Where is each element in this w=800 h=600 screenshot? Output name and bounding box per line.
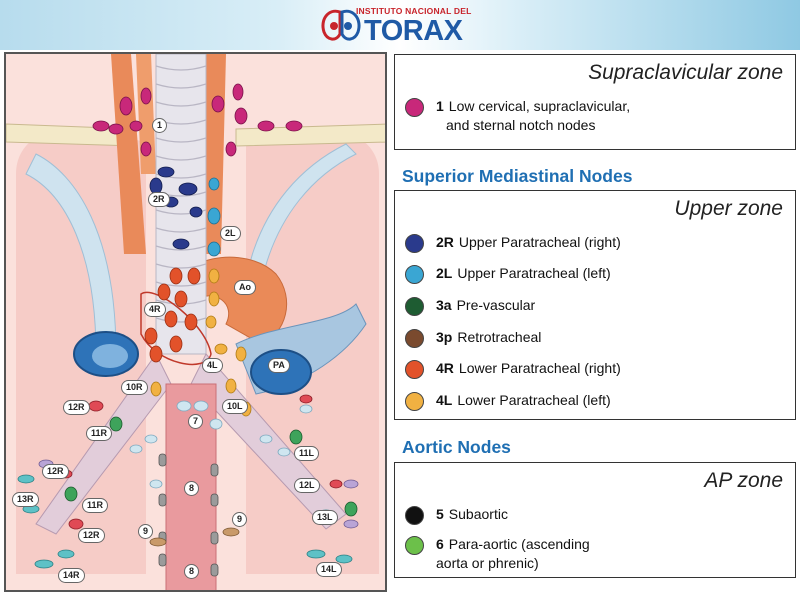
station-label: 4L	[202, 358, 223, 373]
station-description: Low cervical, supraclavicular,	[448, 98, 631, 114]
lymph-node-diagram: 1 2R 2L Ao 4R 4L PA 10R 10L 12R 11R 7 11…	[4, 52, 387, 592]
station-code: 2L	[436, 265, 453, 281]
node-color-swatch	[405, 329, 424, 348]
station-label: 14R	[58, 568, 85, 583]
station-code: 2R	[436, 234, 454, 250]
station-label: 8	[184, 564, 200, 579]
station-label: 14L	[316, 562, 342, 577]
node-color-swatch	[405, 98, 424, 117]
station-label: 1	[152, 118, 168, 133]
zone-title: AP zone	[704, 469, 783, 492]
station-label: 11L	[294, 446, 320, 461]
lungs-logo-icon	[321, 9, 361, 41]
station-code: 3a	[436, 297, 452, 313]
station-label: 7	[188, 414, 204, 429]
station-label: 8	[184, 481, 200, 496]
station-label: 12R	[63, 400, 90, 415]
node-color-swatch	[405, 506, 424, 525]
station-code: 3p	[436, 329, 453, 345]
station-code: 4R	[436, 360, 454, 376]
institute-name: TORAX	[364, 15, 463, 47]
node-color-swatch	[405, 392, 424, 411]
station-label: 13R	[12, 492, 39, 507]
station-description: Pre-vascular	[456, 297, 536, 313]
station-description-cont: and sternal notch nodes	[446, 117, 596, 133]
station-label: 12L	[294, 478, 320, 493]
station-label: PA	[268, 358, 290, 373]
station-description: Retrotracheal	[457, 329, 542, 345]
station-label: 9	[232, 512, 248, 527]
station-label: 10L	[222, 399, 248, 414]
station-description: Lower Paratracheal (left)	[457, 392, 611, 408]
station-code: 6	[436, 536, 444, 552]
station-label: 10R	[121, 380, 148, 395]
node-color-swatch	[405, 536, 424, 555]
aortic-nodes-heading: Aortic Nodes	[402, 437, 511, 457]
zone-title: Supraclavicular zone	[588, 61, 783, 84]
station-label: 9	[138, 524, 154, 539]
station-label: 11R	[86, 426, 113, 441]
station-description: Upper Paratracheal (right)	[458, 234, 621, 250]
station-description: Para-aortic (ascending	[448, 536, 590, 552]
station-label: 2R	[148, 192, 170, 207]
station-code: 5	[436, 506, 444, 522]
node-color-swatch	[405, 234, 424, 253]
node-color-swatch	[405, 265, 424, 284]
institute-logo: INSTITUTO NACIONAL DEL TORAX	[318, 4, 471, 48]
station-code: 1	[436, 98, 444, 114]
station-description: Upper Paratracheal (left)	[457, 265, 611, 281]
header-banner	[0, 0, 800, 50]
institute-line: INSTITUTO NACIONAL DEL	[356, 6, 472, 16]
station-code: 4L	[436, 392, 453, 408]
zone-title: Upper zone	[674, 197, 783, 220]
station-label: 12R	[78, 528, 105, 543]
station-label: 2L	[220, 226, 241, 241]
station-label: Ao	[234, 280, 256, 295]
station-description: Lower Paratracheal (right)	[458, 360, 621, 376]
station-description-cont: aorta or phrenic)	[436, 555, 539, 571]
node-color-swatch	[405, 360, 424, 379]
node-color-swatch	[405, 297, 424, 316]
superior-mediastinal-heading: Superior Mediastinal Nodes	[402, 166, 633, 186]
station-label: 13L	[312, 510, 338, 525]
station-label: 12R	[42, 464, 69, 479]
station-label: 4R	[144, 302, 166, 317]
station-label: 11R	[82, 498, 109, 513]
station-description: Subaortic	[448, 506, 508, 522]
